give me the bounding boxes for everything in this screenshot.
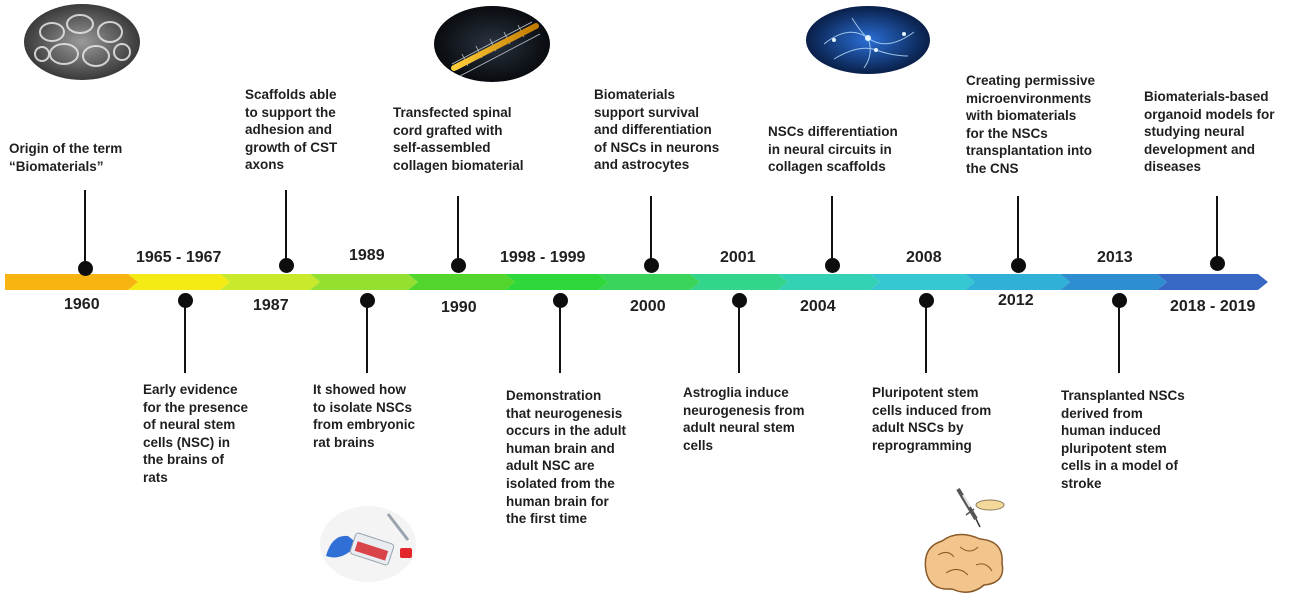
year-label: 1965 - 1967: [136, 249, 222, 266]
milestone-marker: [1210, 256, 1225, 271]
milestone-marker: [178, 293, 193, 308]
year-label: 2000: [630, 298, 666, 315]
milestone-marker: [279, 258, 294, 273]
year-label: 2012: [998, 292, 1034, 309]
arrow-segment: [505, 274, 608, 290]
connector-line: [1216, 196, 1218, 264]
connector-line: [559, 305, 561, 373]
milestone-description: Origin of the term “Biomaterials”: [9, 141, 123, 174]
year-label: 1990: [441, 299, 477, 316]
connector-line: [457, 196, 459, 264]
arrow-segment: [408, 274, 515, 290]
milestone-description: Pluripotent stem cells induced from adul…: [872, 385, 992, 453]
milestone-marker: [451, 258, 466, 273]
year-label: 2018 - 2019: [1170, 298, 1256, 315]
arrow-segment: [965, 274, 1070, 290]
cell-culture-flask: [320, 506, 416, 582]
arrow-segment: [310, 274, 418, 290]
year-label: 2004: [800, 298, 836, 315]
milestone-description: Demonstration that neurogenesis occurs i…: [506, 388, 627, 527]
connector-line: [738, 305, 740, 373]
milestone-marker: [644, 258, 659, 273]
milestone-marker: [360, 293, 375, 308]
year-label: 1987: [253, 297, 289, 314]
milestone-description: Transplanted NSCs derived from human ind…: [1061, 388, 1185, 491]
milestone-marker: [825, 258, 840, 273]
brain-injection-illustration: [924, 487, 1005, 593]
milestone-description: Biomaterials-based organoid models for s…: [1144, 89, 1275, 175]
arrow-segment: [128, 274, 230, 290]
connector-line: [1017, 196, 1019, 264]
arrow-segment: [5, 274, 138, 290]
arrow-segment: [1157, 274, 1268, 290]
year-label: 1998 - 1999: [500, 249, 586, 266]
milestone-description: Astroglia induce neurogenesis from adult…: [683, 385, 805, 453]
milestone-description: Biomaterials support survival and differ…: [594, 87, 720, 173]
connector-line: [366, 305, 368, 373]
arrow-segment: [778, 274, 880, 290]
year-label: 1989: [349, 247, 385, 264]
milestone-marker: [919, 293, 934, 308]
connector-line: [650, 196, 652, 264]
scaffold-micrograph: [24, 4, 140, 80]
milestone-description: Creating permissive microenvironments wi…: [966, 73, 1096, 176]
milestone-marker: [732, 293, 747, 308]
milestone-description: NSCs differentiation in neural circuits …: [768, 124, 898, 175]
connector-line: [285, 190, 287, 264]
connector-line: [831, 196, 833, 264]
milestone-marker: [1112, 293, 1127, 308]
connector-line: [184, 305, 186, 373]
arrow-segment: [220, 274, 320, 290]
nanotube-illustration: [434, 6, 550, 82]
arrow-segment: [598, 274, 700, 290]
milestone-description: Early evidence for the presence of neura…: [143, 382, 249, 485]
neuron-network-image: [806, 6, 930, 74]
year-label: 2013: [1097, 249, 1133, 266]
milestone-description: Scaffolds able to support the adhesion a…: [245, 87, 338, 173]
connector-line: [925, 305, 927, 373]
arrow-segment: [870, 274, 975, 290]
milestone-marker: [1011, 258, 1026, 273]
connector-line: [1118, 305, 1120, 373]
milestone-description: Transfected spinal cord grafted with sel…: [393, 105, 524, 173]
arrow-segment: [690, 274, 788, 290]
milestone-marker: [78, 261, 93, 276]
arrow-segment: [1060, 274, 1167, 290]
year-label: 2008: [906, 249, 942, 266]
connector-line: [84, 190, 86, 266]
year-label: 1960: [64, 296, 100, 313]
milestone-description: It showed how to isolate NSCs from embry…: [313, 382, 416, 450]
year-label: 2001: [720, 249, 756, 266]
milestone-marker: [553, 293, 568, 308]
